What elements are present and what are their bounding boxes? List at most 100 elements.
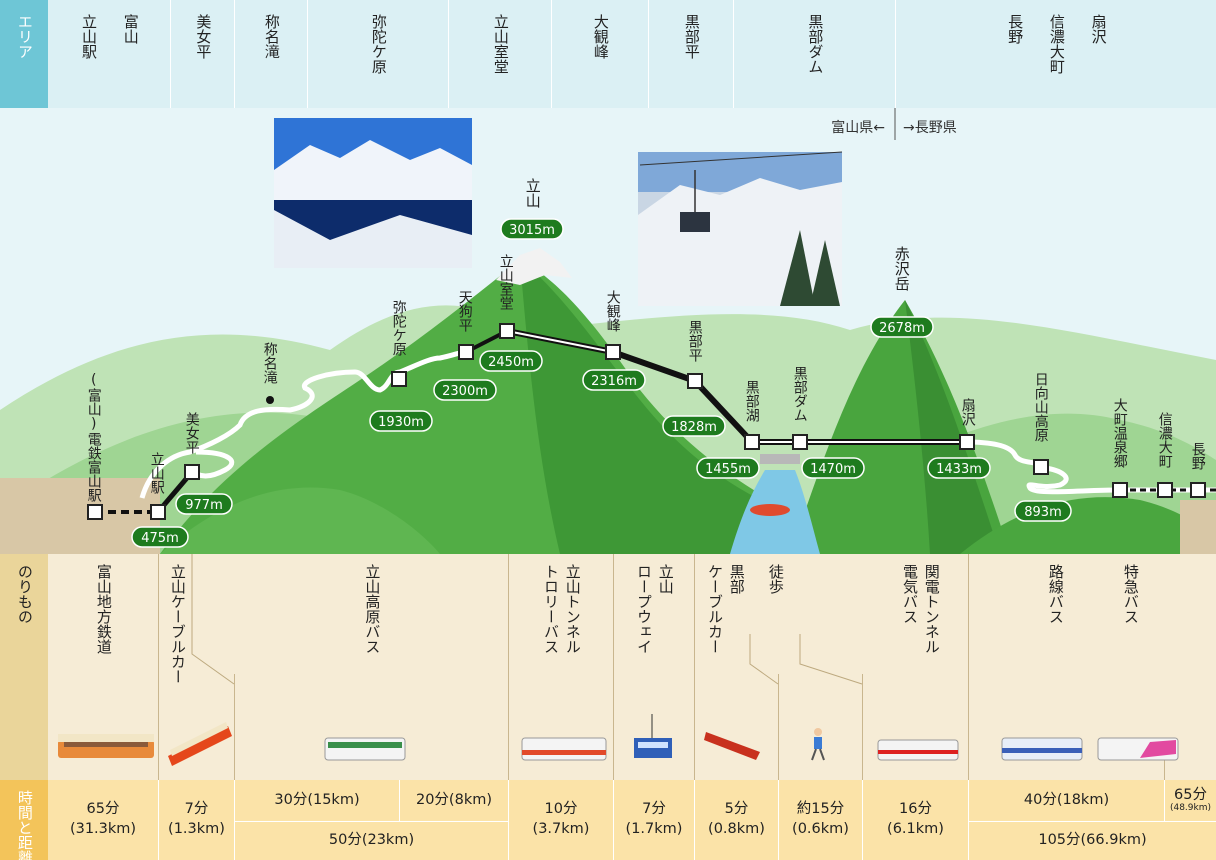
prefecture-right: →長野県 <box>903 120 957 136</box>
time-cell-kanden: 16分(6.1km) <box>887 801 944 837</box>
area-name: 立山室堂 <box>491 14 510 74</box>
vehicle-express-bus: 特急バス <box>1121 564 1140 624</box>
svg-text:977m: 977m <box>185 498 222 513</box>
route-map: 富山県← →長野県 <box>0 108 1216 554</box>
route-bus-icon <box>1001 737 1083 761</box>
area-name: 大観峰 <box>591 14 610 59</box>
peak-label-akazawa: 赤沢岳 <box>892 246 911 291</box>
bus-road <box>139 349 467 499</box>
svg-text:2316m: 2316m <box>591 374 637 389</box>
area-name: 長野 <box>1006 14 1025 44</box>
badge-kurobeko: 1455m <box>696 457 760 479</box>
stop-marker-bijodaira <box>184 464 200 480</box>
area-col-nagano: 長野 信濃大町 扇沢 <box>896 0 1216 108</box>
svg-text:1433m: 1433m <box>936 462 982 477</box>
stop-marker-murodo <box>499 323 515 339</box>
time-cell-trolley: 10分(3.7km) <box>532 801 590 837</box>
svg-text:2450m: 2450m <box>488 355 534 370</box>
area-name: 称名滝 <box>262 14 281 59</box>
vehicle-route-bus: 路線バス <box>1046 564 1065 624</box>
time-cell-kurobe-cable: 5分(0.8km) <box>708 801 765 837</box>
ground-right <box>1180 500 1216 554</box>
stop-label-shinano-omachi: 信濃大町 <box>1156 412 1173 468</box>
stop-label-kurobeko: 黒部湖 <box>743 380 760 422</box>
omachi-road <box>800 439 1216 495</box>
trolley-bus-icon <box>521 737 607 761</box>
stop-marker-dentetsu-toyama <box>87 504 103 520</box>
badge-murodo: 2450m <box>479 350 543 372</box>
time-cell-express: 65分(48.9km) <box>1169 786 1212 813</box>
svg-text:2300m: 2300m <box>442 384 488 399</box>
stop-marker-kurobeko <box>744 434 760 450</box>
badge-midagahara: 1930m <box>369 410 433 432</box>
stop-marker-kurobedaira <box>687 373 703 389</box>
walker-icon <box>811 728 825 761</box>
ground <box>0 478 160 554</box>
photo-murodo <box>274 118 472 268</box>
area-col-midagahara: 弥陀ケ原 <box>308 0 448 108</box>
boat <box>750 504 790 516</box>
kogen-bus-icon <box>324 737 406 761</box>
area-row: エリア 立山駅 富山 美女平 称名滝 弥陀ケ原 立山室堂 大観峰 黒部平 黒部ダ… <box>0 0 1216 108</box>
stop-marker-midagahara <box>391 371 407 387</box>
front-hill-left <box>160 487 440 554</box>
time-cell-chitetsu: 65分(31.3km) <box>69 801 137 837</box>
time-cell-nagano-total: 105分(66.9km) <box>1038 832 1147 849</box>
route-kurobe-cable <box>692 378 755 445</box>
badge-tateyama-station: 475m <box>131 526 189 548</box>
stop-label-dentetsu-toyama: (富山)電鉄富山駅 <box>85 372 102 502</box>
badge-bijodaira: 977m <box>175 493 233 515</box>
stop-label-hinatayama: 日向山高原 <box>1032 372 1049 442</box>
stop-label-kurobe-dam: 黒部ダム <box>791 366 808 422</box>
svg-text:1828m: 1828m <box>671 420 717 435</box>
area-name: 扇沢 <box>1089 14 1108 44</box>
area-name: 富山 <box>121 14 140 44</box>
prefecture-left: 富山県← <box>831 119 885 136</box>
time-cell-bus-total: 50分(23km) <box>328 832 415 849</box>
vehicle-ropeway: ロープウェイ 立山 <box>635 564 675 654</box>
badge-tengudaira: 2300m <box>433 379 497 401</box>
time-row: 時間と距離 65分(31.3km) 7分(1.3km) 30分(15km) 20… <box>0 780 1216 860</box>
stop-marker-kurobe-dam <box>792 434 808 450</box>
connector-lines <box>191 554 863 685</box>
stop-marker-tengudaira <box>458 344 474 360</box>
svg-text:2678m: 2678m <box>879 321 925 336</box>
kurobe-dam-wall <box>760 454 800 464</box>
area-col-shomyo: 称名滝 <box>235 0 307 108</box>
stop-marker-ogizawa <box>959 434 975 450</box>
akazawa-shadow <box>905 300 1000 554</box>
time-cell-bus-a: 30分(15km) <box>274 791 360 808</box>
vehicle-chitetsu: 富山地方鉄道 <box>94 564 113 654</box>
peak-label-tateyama: 立山 <box>523 178 542 208</box>
stop-label-omachi-onsen: 大町温泉郷 <box>1111 398 1128 468</box>
stop-marker-omachi-onsen <box>1112 482 1128 498</box>
vehicle-illustrations <box>58 714 1179 766</box>
svg-text:475m: 475m <box>141 531 178 546</box>
vehicle-row: のりもの 富山地方鉄道 立山ケーブルカー 立山高原バス トロリーバス 立山トンネ… <box>0 554 1216 780</box>
area-col-daikanbo: 大観峰 <box>552 0 648 108</box>
stop-marker-nagano <box>1190 482 1206 498</box>
area-name: 立山駅 <box>80 14 98 59</box>
route-ropeway-inner <box>506 330 614 353</box>
train-icon <box>58 734 154 758</box>
cable-car-icon <box>168 722 232 766</box>
stop-label-kurobedaira: 黒部平 <box>686 320 703 362</box>
time-cell-walk: 約15分(0.6km) <box>792 801 849 837</box>
stop-label-tateyama: 立山駅 <box>148 452 165 494</box>
area-row-label-box: エリア <box>0 0 48 108</box>
tateyama-snow <box>496 248 572 285</box>
time-cell-route-bus: 40分(18km) <box>1023 791 1110 808</box>
vehicle-kogen-bus: 立山高原バス <box>363 564 382 654</box>
tateyama-shadow <box>520 260 770 554</box>
vehicle-trolley: トロリーバス 立山トンネル <box>542 564 582 654</box>
svg-text:1455m: 1455m <box>705 462 751 477</box>
stop-label-murodo: 立山室堂 <box>497 254 514 310</box>
badge-tateyama-peak: 3015m <box>500 218 564 240</box>
time-cell-ropeway: 7分(1.7km) <box>625 801 683 837</box>
area-col-toyama: 立山駅 富山 <box>48 0 170 108</box>
svg-text:1470m: 1470m <box>810 462 856 477</box>
time-cell-tateyama-cable: 7分(1.3km) <box>168 801 225 837</box>
front-hill-right <box>960 497 1216 554</box>
photo-ropeway <box>638 151 843 306</box>
vehicle-row-label-box: のりもの <box>0 554 48 780</box>
